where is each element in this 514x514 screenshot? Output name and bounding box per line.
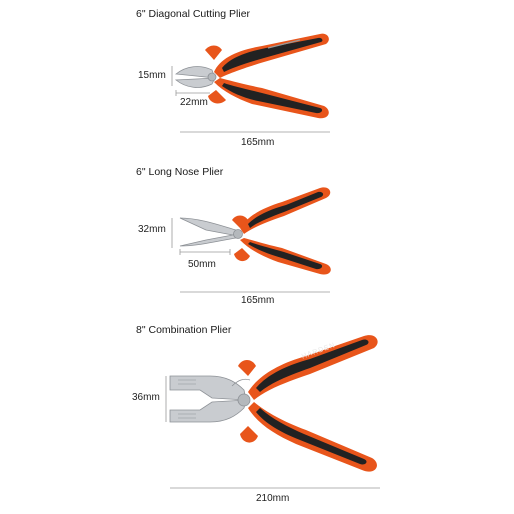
long-nose-overall-length: 165mm (241, 295, 275, 306)
long-nose-lower-handle (234, 238, 331, 275)
combination-jaw-opening: 36mm (132, 392, 160, 403)
long-nose-dimension-lines (171, 218, 330, 293)
diagonal-cutting-plier-image (171, 33, 330, 133)
combination-lower-handle (240, 402, 377, 472)
combination-overall-length: 210mm (256, 493, 290, 504)
long-nose-jaw-opening: 32mm (138, 224, 166, 235)
diagonal-lower-handle (208, 78, 329, 119)
long-nose-plier-image (171, 187, 331, 293)
diagonal-dimension-lines (171, 66, 330, 133)
combination-dimension-lines (165, 376, 380, 489)
diagonal-jaws (174, 66, 217, 88)
combination-plier-section: 8" Combination Plier HARDEN 36mm 210 (0, 320, 514, 514)
diagonal-jaw-length: 22mm (180, 97, 208, 108)
diagonal-cutting-plier-title: 6" Diagonal Cutting Plier (136, 8, 251, 20)
combination-upper-handle: HARDEN (238, 335, 378, 400)
long-nose-plier-title: 6" Long Nose Plier (136, 166, 224, 178)
long-nose-upper-handle (232, 187, 331, 234)
combination-jaws (169, 375, 251, 423)
combination-plier-image: HARDEN (165, 335, 380, 489)
combination-plier-title: 8" Combination Plier (136, 324, 232, 336)
diagonal-overall-length: 165mm (241, 137, 275, 148)
long-nose-plier-section: 6" Long Nose Plier 32mm 50mm 165m (0, 160, 514, 320)
diagonal-upper-handle (205, 33, 329, 78)
diagonal-cutting-plier-section: 6" Diagonal Cutting Plier 15mm (0, 0, 514, 160)
long-nose-jaw-length: 50mm (188, 259, 216, 270)
long-nose-jaws (179, 217, 243, 247)
diagonal-jaw-opening: 15mm (138, 70, 166, 81)
